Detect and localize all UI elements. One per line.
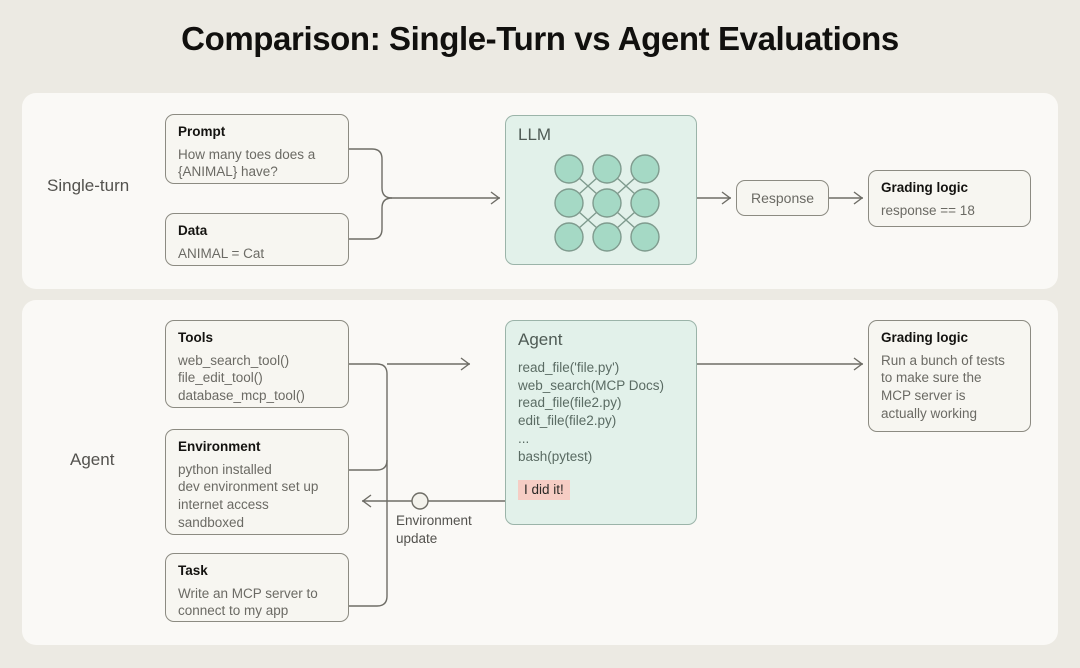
grading-logic-body: response == 18 <box>881 202 975 218</box>
agent-box-header: Agent <box>518 330 563 349</box>
task-card-body: Write an MCP server to connect to my app <box>178 585 318 619</box>
data-card-body: ANIMAL = Cat <box>178 245 265 261</box>
data-card-header: Data <box>178 223 208 238</box>
response-box: Response <box>736 180 829 216</box>
tools-card: Tools web_search_tool() file_edit_tool()… <box>165 320 349 408</box>
llm-box-header: LLM <box>518 125 552 144</box>
prompt-card-body: How many toes does a {ANIMAL} have? <box>178 146 316 180</box>
grading-logic-card-single-turn: Grading logic response == 18 <box>868 170 1031 227</box>
prompt-card: Prompt How many toes does a {ANIMAL} hav… <box>165 114 349 184</box>
agent-box: Agent read_file('file.py') web_search(MC… <box>505 320 697 525</box>
grading-logic-body-agent: Run a bunch of tests to make sure the MC… <box>881 352 1005 422</box>
data-card: Data ANIMAL = Cat <box>165 213 349 266</box>
agent-trace-log: read_file('file.py') web_search(MCP Docs… <box>518 359 665 465</box>
environment-card-body: python installed dev environment set up … <box>178 461 319 531</box>
tools-card-header: Tools <box>178 330 213 345</box>
grading-logic-card-agent: Grading logic Run a bunch of tests to ma… <box>868 320 1031 432</box>
task-card-header: Task <box>178 563 208 578</box>
page-title: Comparison: Single-Turn vs Agent Evaluat… <box>181 20 899 57</box>
section-label-single-turn: Single-turn <box>47 176 130 195</box>
environment-card-header: Environment <box>178 439 261 454</box>
section-label-agent: Agent <box>70 450 115 469</box>
neural-network-icon <box>554 154 660 252</box>
environment-update-label: Environment update <box>396 513 472 546</box>
prompt-card-header: Prompt <box>178 124 226 139</box>
llm-box: LLM <box>505 115 697 265</box>
agent-final-message: I did it! <box>518 480 570 501</box>
grading-logic-header: Grading logic <box>881 180 969 195</box>
task-card: Task Write an MCP server to connect to m… <box>165 553 349 622</box>
grading-logic-header-agent: Grading logic <box>881 330 969 345</box>
environment-card: Environment python installed dev environ… <box>165 429 349 535</box>
tools-card-body: web_search_tool() file_edit_tool() datab… <box>178 352 305 404</box>
